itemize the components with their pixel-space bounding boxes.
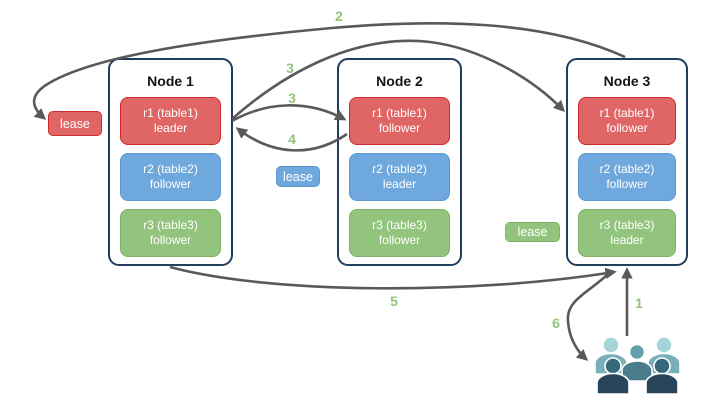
person-icon bbox=[621, 343, 653, 382]
replica-name: r1 (table1) bbox=[372, 105, 427, 120]
node1-replica-r1: r1 (table1) leader bbox=[120, 97, 221, 145]
replica-name: r3 (table3) bbox=[599, 217, 655, 232]
replica-name: r1 (table1) bbox=[599, 105, 655, 120]
replica-name: r3 (table3) bbox=[372, 217, 427, 232]
node3-replica-r1: r1 (table1) follower bbox=[578, 97, 676, 145]
node-3-box: Node 3 r1 (table1) follower r2 (table2) … bbox=[566, 58, 688, 266]
step-label-2: 2 bbox=[335, 8, 343, 24]
step-label-3a: 3 bbox=[286, 60, 294, 76]
step-label-6: 6 bbox=[552, 315, 560, 331]
lease-badge-green: lease bbox=[505, 222, 560, 242]
node-1-title: Node 1 bbox=[147, 73, 194, 89]
replica-name: r3 (table3) bbox=[143, 217, 198, 232]
arrow-step-5-node1-to-node3 bbox=[169, 265, 617, 290]
node2-replica-r2: r2 (table2) leader bbox=[349, 153, 450, 201]
node2-replica-r3: r3 (table3) follower bbox=[349, 209, 450, 257]
replica-role: follower bbox=[606, 121, 648, 135]
node2-replica-r1: r1 (table1) follower bbox=[349, 97, 450, 145]
step-label-3b: 3 bbox=[288, 90, 296, 106]
step-label-1: 1 bbox=[635, 295, 643, 311]
users-group-icon bbox=[594, 336, 681, 395]
node1-replica-r3: r3 (table3) follower bbox=[120, 209, 221, 257]
person-icon bbox=[594, 336, 628, 375]
replica-name: r2 (table2) bbox=[143, 161, 198, 176]
arrow-step-3-leader-to-node2 bbox=[231, 104, 347, 123]
replica-role: leader bbox=[610, 233, 644, 247]
lease-badge-blue: lease bbox=[276, 166, 320, 187]
replica-name: r1 (table1) bbox=[143, 105, 198, 120]
person-icon bbox=[645, 357, 679, 395]
replica-role: leader bbox=[382, 177, 417, 191]
node1-replica-r2: r2 (table2) follower bbox=[120, 153, 221, 201]
replica-name: r2 (table2) bbox=[372, 161, 427, 176]
node3-replica-r2: r2 (table2) follower bbox=[578, 153, 676, 201]
node-2-box: Node 2 r1 (table1) follower r2 (table2) … bbox=[337, 58, 462, 266]
replica-role: leader bbox=[153, 121, 188, 135]
replica-name: r2 (table2) bbox=[599, 161, 655, 176]
node-1-box: Node 1 r1 (table1) leader r2 (table2) fo… bbox=[108, 58, 233, 266]
replica-role: follower bbox=[378, 121, 421, 135]
lease-badge-red: lease bbox=[48, 111, 102, 136]
replica-role: follower bbox=[149, 233, 192, 247]
step-label-4: 4 bbox=[288, 131, 296, 147]
replica-role: follower bbox=[606, 177, 648, 191]
node-3-title: Node 3 bbox=[603, 73, 651, 89]
replica-role: follower bbox=[149, 177, 192, 191]
person-icon bbox=[647, 336, 681, 375]
node-2-title: Node 2 bbox=[376, 73, 423, 89]
node3-replica-r3: r3 (table3) leader bbox=[578, 209, 676, 257]
replica-role: follower bbox=[378, 233, 421, 247]
step-label-5: 5 bbox=[390, 293, 398, 309]
person-icon bbox=[596, 357, 630, 395]
arrow-step-6-node3-to-users bbox=[566, 270, 612, 361]
